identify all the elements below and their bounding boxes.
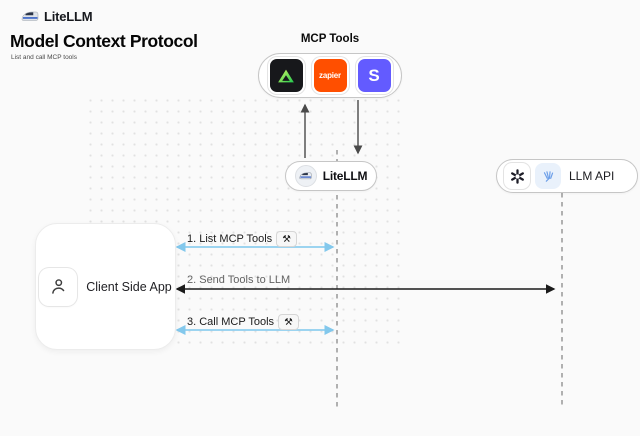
message-text: 2. Send Tools to LLM [187,274,291,286]
llm-provider-icon [535,163,561,189]
client-side-app-node[interactable]: Client Side App [35,223,176,350]
message-label-1: 1. List MCP Tools ⚒ [187,231,298,247]
hammer-wrench-icon: ⚒ [276,231,298,247]
triangle-app-icon [269,59,303,92]
stripe-icon: S [357,59,391,92]
person-icon [39,267,78,306]
stripe-letter: S [368,65,380,85]
mcp-tools-label: MCP Tools [300,33,360,45]
client-node-label: Client Side App [86,279,172,294]
zapier-icon: zapier [313,59,347,92]
litellm-node[interactable]: LiteLLM [285,161,377,191]
message-label-2: 2. Send Tools to LLM [187,274,290,286]
llm-api-node-label: LLM API [569,169,615,183]
mcp-tools-node[interactable]: zapier S [258,53,402,98]
tool-chip: zapier [311,57,349,94]
litellm-node-label: LiteLLM [322,169,368,183]
tool-chip [267,57,305,94]
train-icon [294,165,317,187]
llm-api-node[interactable]: LLM API [496,159,638,193]
brand-name: LiteLLM [44,9,93,24]
openai-icon [504,163,530,189]
page-title: Model Context Protocol [10,31,198,51]
hammer-wrench-icon: ⚒ [278,314,300,330]
zapier-wordmark: zapier [319,71,341,80]
message-text: 3. Call MCP Tools [187,316,275,328]
page-subtitle: List and call MCP tools [11,54,77,61]
train-icon [21,11,39,21]
tool-chip: S [355,57,393,94]
message-label-3: 3. Call MCP Tools ⚒ [187,314,300,330]
message-text: 1. List MCP Tools [187,233,273,245]
brand: LiteLLM [21,9,93,24]
